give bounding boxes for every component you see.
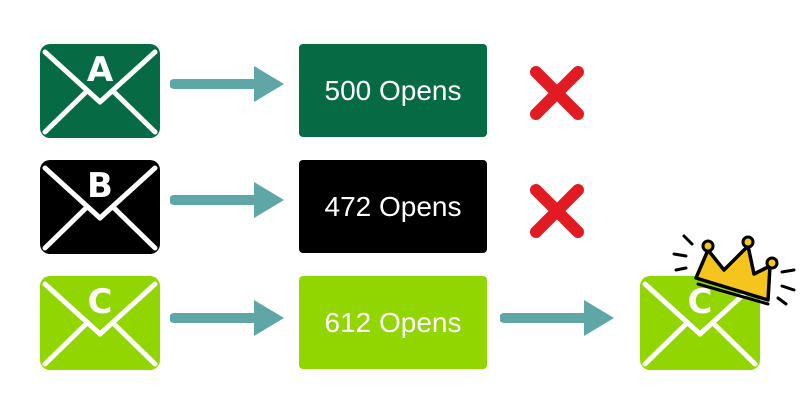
winner-envelope-icon: C xyxy=(640,276,760,370)
envelope-c-icon: C xyxy=(40,276,160,370)
opens-box-a: 500 Opens xyxy=(299,44,487,137)
arrow-right-icon xyxy=(170,298,286,338)
envelope-letter: A xyxy=(86,50,114,90)
envelope-letter: C xyxy=(87,282,113,322)
opens-box-c: 612 Opens xyxy=(299,276,487,369)
crown-icon xyxy=(670,226,800,310)
envelope-letter: C xyxy=(687,282,713,322)
arrow-right-icon xyxy=(500,298,616,338)
envelope-letter: B xyxy=(87,166,113,206)
arrow-right-icon xyxy=(170,64,286,104)
envelope-b-icon: B xyxy=(40,160,160,254)
cross-icon xyxy=(528,64,586,122)
arrow-right-icon xyxy=(170,180,286,220)
cross-icon xyxy=(528,182,586,240)
opens-box-b: 472 Opens xyxy=(299,160,487,253)
envelope-a-icon: A xyxy=(40,44,160,138)
